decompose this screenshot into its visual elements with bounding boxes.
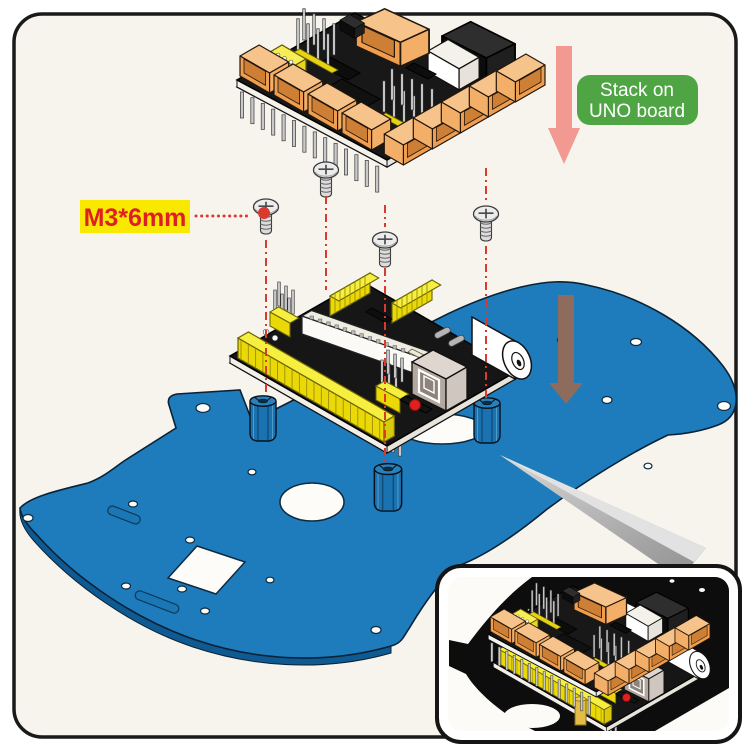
chassis-cutout — [166, 545, 247, 595]
stack-label-line2: UNO board — [589, 101, 685, 122]
chassis-slot — [134, 590, 180, 614]
inset-board-stack — [488, 581, 714, 734]
place-down-arrow-icon — [549, 295, 583, 404]
hex-standoff — [473, 397, 501, 444]
stack-arrow-icon — [548, 46, 580, 164]
m3-label-background — [80, 200, 190, 233]
assembled-stack-detail-inset — [435, 564, 742, 744]
stack-on-uno-label: Stack on UNO board — [577, 75, 698, 125]
chassis-center-hole — [279, 482, 345, 522]
hex-standoff — [249, 395, 277, 442]
hex-standoff — [373, 462, 403, 512]
chassis-slot — [107, 505, 141, 525]
m3-size-label: M3*6mm — [84, 204, 187, 232]
callout-wedge-highlight — [500, 455, 706, 562]
callout-wedge — [500, 455, 706, 579]
alignment-lines — [265, 168, 487, 464]
screw-size-callout: M3*6mm — [80, 200, 270, 233]
stack-label-line1: Stack on — [600, 80, 674, 101]
screw-highlight-dot — [258, 207, 270, 219]
